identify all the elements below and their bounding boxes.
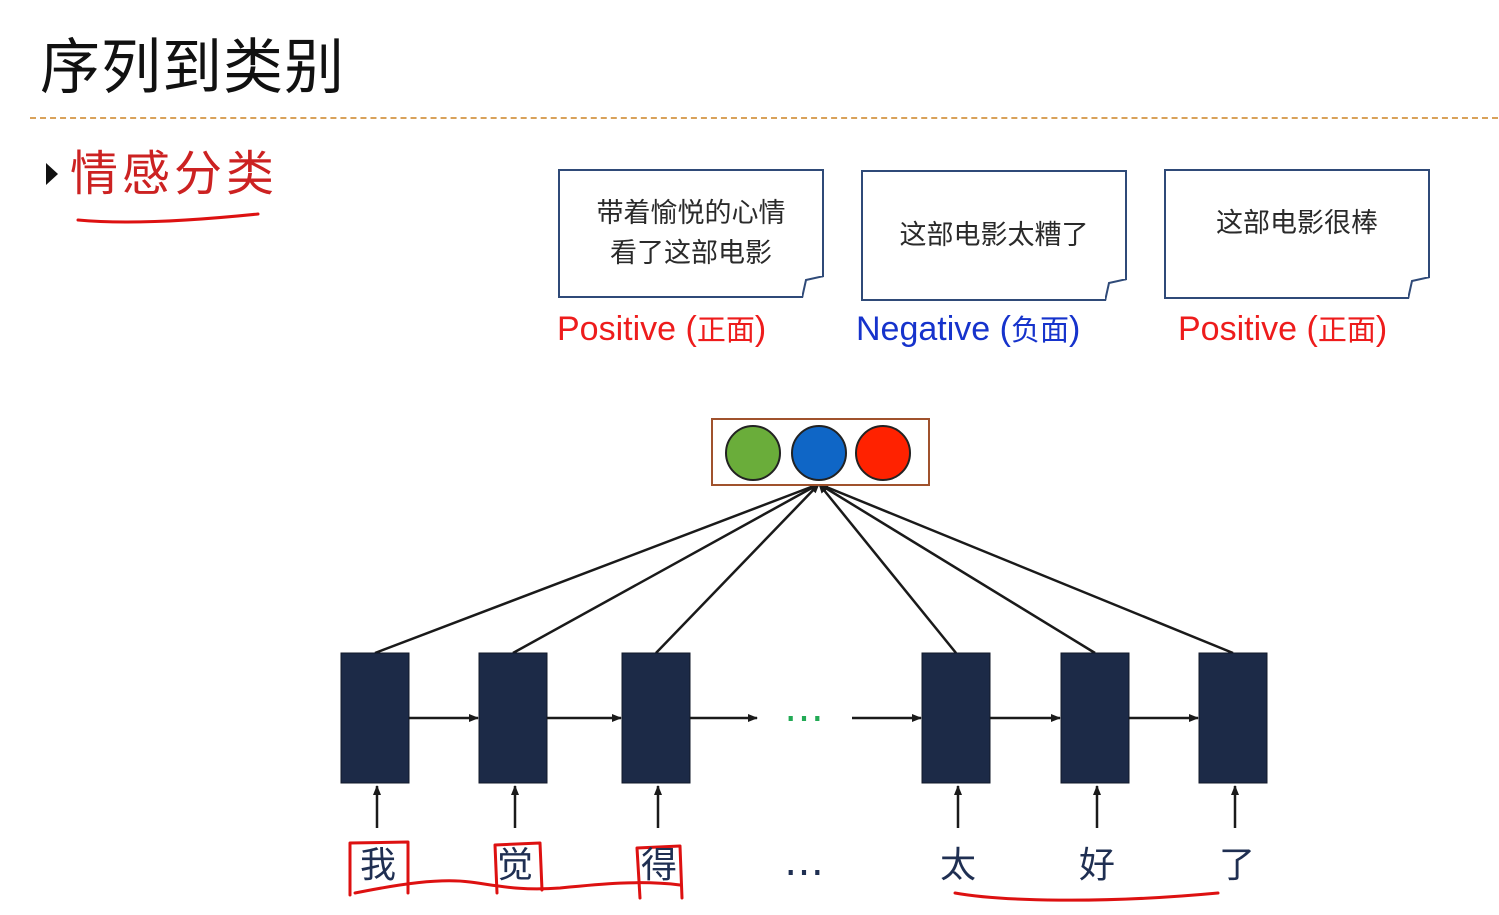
page-fold-icon [802, 276, 824, 298]
example-note-1: 带着愉悦的心情 看了这部电影 [558, 169, 824, 298]
annotation-stroke [348, 840, 410, 897]
sentiment-label-1: Positive (正面) [557, 310, 767, 348]
red-annotations [76, 212, 1220, 902]
page-fold-icon [1105, 279, 1127, 301]
note-line: 这部电影很棒 [1216, 208, 1378, 240]
rnn-cell [478, 652, 548, 784]
input-word: 太 [939, 845, 977, 886]
sentiment-label-2: Negative (负面) [856, 310, 1081, 348]
example-note-2: 这部电影太糟了 [861, 170, 1127, 301]
input-word: 觉 [496, 845, 534, 886]
input-word: 了 [1218, 845, 1256, 886]
output-class-circle [791, 425, 847, 481]
output-classes [725, 425, 911, 481]
title-divider [30, 117, 1498, 119]
rnn-cell [340, 652, 410, 784]
output-arrow [512, 482, 820, 655]
middle-ellipsis: … [784, 685, 824, 731]
example-note-3: 这部电影很棒 [1164, 169, 1430, 299]
output-arrow [818, 482, 1096, 655]
output-arrow [374, 482, 820, 655]
output-connections [374, 482, 1234, 655]
rnn-cell [621, 652, 691, 784]
output-arrow [655, 483, 820, 654]
rnn-cell [921, 652, 991, 784]
output-class-circle [725, 425, 781, 481]
input-word: 我 [359, 845, 397, 886]
input-word: 好 [1078, 845, 1116, 886]
label-cn: 正面 [696, 313, 755, 347]
page-fold-icon [1408, 277, 1430, 299]
bullet-item: 情感分类 [46, 150, 278, 198]
input-connections [373, 785, 1239, 828]
label-en: Positive [557, 310, 677, 348]
example-note-2-text: 这部电影太糟了 [900, 216, 1089, 255]
input-word: 得 [640, 845, 678, 886]
rnn-cell [1198, 652, 1268, 784]
example-note-3-text: 这部电影很棒 [1216, 204, 1378, 243]
output-arrow [818, 483, 957, 654]
annotation-stroke [353, 879, 682, 895]
label-cn: 正面 [1317, 313, 1376, 347]
input-ellipsis: … [784, 839, 824, 885]
example-note-1-text: 带着愉悦的心情 看了这部电影 [597, 194, 786, 272]
rnn-cell [1060, 652, 1130, 784]
label-en: Positive [1178, 310, 1298, 348]
label-en: Negative [856, 310, 991, 348]
note-line: 这部电影太糟了 [899, 219, 1089, 251]
label-cn: 负面 [1010, 313, 1069, 347]
note-line: 带着愉悦的心情 [596, 198, 786, 230]
annotation-stroke [953, 891, 1220, 902]
annotation-stroke [635, 844, 684, 900]
output-arrow [818, 482, 1234, 655]
bullet-text: 情感分类 [70, 146, 279, 202]
rnn-cells [340, 652, 1268, 784]
sentiment-label-3: Positive (正面) [1178, 310, 1388, 348]
bullet-arrow-icon [46, 163, 58, 185]
note-line: 看了这部电影 [610, 237, 772, 269]
output-class-circle [855, 425, 911, 481]
page-title: 序列到类别 [40, 33, 345, 103]
annotation-stroke [76, 212, 260, 224]
